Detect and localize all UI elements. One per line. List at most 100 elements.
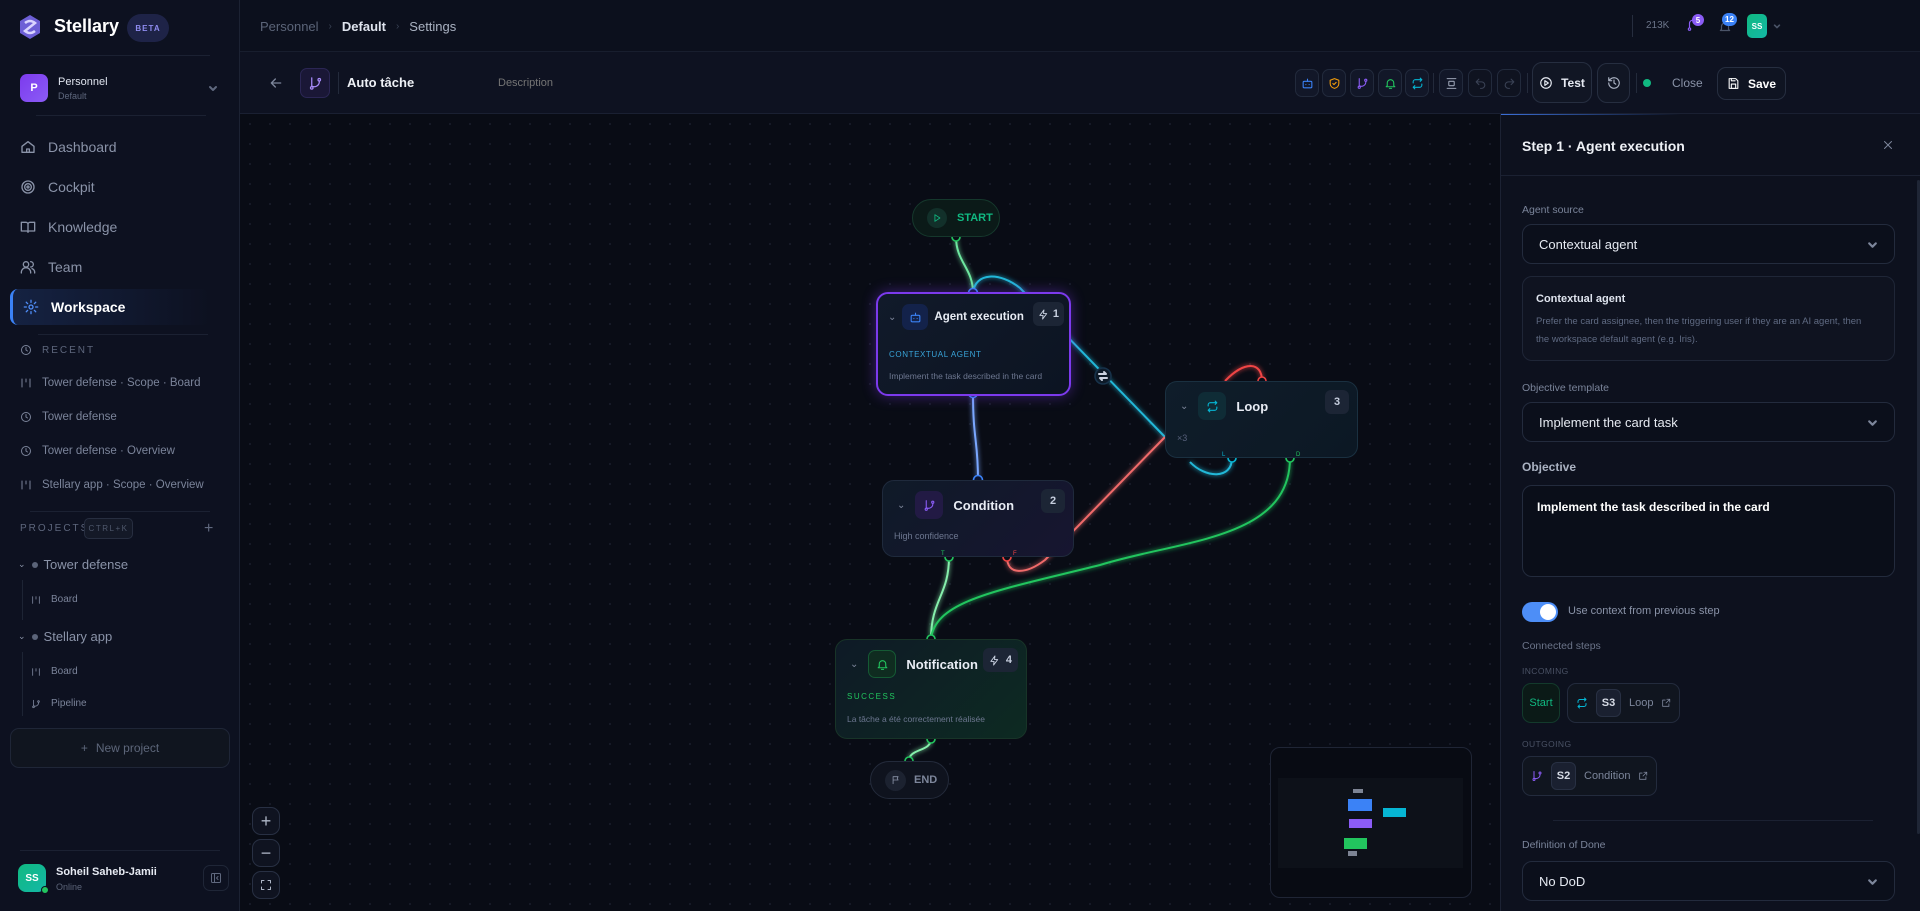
test-button[interactable]: Test: [1532, 62, 1592, 103]
add-check-step-button[interactable]: [1322, 69, 1346, 97]
dod-select[interactable]: No DoD: [1522, 861, 1895, 901]
auto-layout-button[interactable]: [1439, 69, 1463, 97]
sidebar-collapse-icon: [211, 873, 221, 883]
node-desc: La tâche a été correctement réalisée: [847, 714, 985, 724]
recent-item[interactable]: Tower defense: [20, 411, 117, 423]
step-number: 2: [1049, 495, 1057, 507]
breadcrumb-item[interactable]: Personnel: [260, 19, 319, 34]
objective-label: Objective: [1522, 460, 1577, 474]
project-name: Tower defense: [43, 557, 129, 572]
objective-textarea[interactable]: Implement the task described in the card: [1522, 485, 1895, 577]
scrollbar[interactable]: [1917, 180, 1920, 834]
add-project-icon[interactable]: +: [204, 520, 214, 537]
project-name: Stellary app: [43, 629, 113, 644]
breadcrumb-item[interactable]: Default: [341, 19, 386, 34]
minimap-agent: [1348, 799, 1372, 811]
node-notification[interactable]: ⌄Notification 4 SUCCESS La tâche a été c…: [835, 639, 1027, 739]
recent-item[interactable]: Tower defense · Scope · Board: [20, 377, 201, 389]
close-button[interactable]: Close: [1672, 76, 1703, 90]
history-icon: [1607, 77, 1620, 89]
node-agent-execution[interactable]: ⌄Agent execution 1 CONTEXTUAL AGENT Impl…: [876, 292, 1071, 396]
workspace-selector[interactable]: P Personnel Default: [14, 68, 224, 112]
undo-button[interactable]: [1468, 69, 1492, 97]
agent-source-select[interactable]: Contextual agent: [1522, 224, 1895, 264]
chevron-down-icon[interactable]: [1773, 22, 1781, 30]
fit-view-button[interactable]: [252, 871, 280, 899]
back-arrow-icon[interactable]: [268, 75, 284, 91]
undo-icon: [1475, 78, 1485, 89]
flag-icon: [892, 776, 898, 785]
board-icon: [32, 595, 40, 604]
node-condition[interactable]: ⌄Condition 2 High confidence T F: [882, 480, 1074, 557]
play-icon: [934, 214, 941, 222]
close-icon[interactable]: [1882, 139, 1894, 151]
users-icon: [20, 261, 36, 274]
fullscreen-icon: [261, 880, 271, 890]
minimap[interactable]: [1270, 747, 1472, 898]
add-notification-step-button[interactable]: [1378, 69, 1402, 97]
nav-team[interactable]: Team: [10, 249, 210, 285]
description-input[interactable]: [498, 72, 798, 94]
workflow-title[interactable]: Auto tâche: [347, 75, 415, 90]
minimap-start: [1353, 789, 1363, 793]
collapse-chevron-icon[interactable]: ⌄: [888, 311, 897, 323]
outgoing-condition-chip[interactable]: S2 Condition: [1522, 756, 1658, 796]
nav-label: Dashboard: [48, 139, 117, 155]
collapse-sidebar-button[interactable]: [203, 865, 229, 891]
project-child-label: Board: [51, 594, 78, 605]
plus-icon: +: [80, 741, 88, 755]
recent-label: Stellary app · Scope · Overview: [42, 479, 204, 491]
add-agent-step-button[interactable]: [1295, 69, 1319, 97]
project-board[interactable]: Board: [31, 666, 78, 677]
outgoing-label: OUTGOING: [1522, 739, 1572, 749]
node-loop[interactable]: ⌄Loop 3 ×3 L D: [1165, 381, 1358, 458]
port-label: T: [941, 551, 945, 557]
step-number: 4: [1005, 654, 1012, 666]
project-board[interactable]: Board: [31, 594, 78, 605]
project-stellary-app[interactable]: ⌄Stellary app: [18, 629, 113, 644]
nav-knowledge[interactable]: Knowledge: [10, 209, 210, 245]
workspace-name: Personnel: [58, 76, 108, 88]
incoming-start-chip[interactable]: Start: [1522, 683, 1560, 723]
history-button[interactable]: [1597, 63, 1630, 103]
port-label: F: [1013, 551, 1017, 557]
new-project-button[interactable]: +New project: [10, 728, 230, 768]
zoom-in-button[interactable]: +: [252, 807, 280, 835]
port-label: L: [1222, 452, 1226, 458]
shield-icon: [1329, 77, 1339, 89]
recent-item[interactable]: Tower defense · Overview: [20, 445, 175, 457]
minimap-condition: [1349, 819, 1372, 828]
chevron-down-icon: [1868, 241, 1877, 248]
collapse-chevron-icon[interactable]: ⌄: [897, 499, 906, 511]
zoom-out-button[interactable]: −: [252, 839, 280, 867]
project-pipeline[interactable]: Pipeline: [31, 698, 87, 709]
chevron-down-icon: [1868, 878, 1877, 885]
use-context-toggle[interactable]: [1522, 602, 1558, 622]
user-menu-avatar[interactable]: SS: [1747, 14, 1767, 38]
nav-cockpit[interactable]: Cockpit: [10, 169, 210, 205]
search-shortcut[interactable]: CTRL+K: [84, 518, 133, 539]
board-icon: [32, 667, 40, 676]
add-loop-step-button[interactable]: [1405, 69, 1429, 97]
add-condition-step-button[interactable]: [1350, 69, 1374, 97]
collapse-chevron-icon[interactable]: ⌄: [1180, 400, 1189, 412]
end-node[interactable]: END: [870, 761, 949, 799]
start-node[interactable]: START: [912, 199, 1000, 237]
recent-item[interactable]: Stellary app · Scope · Overview: [20, 479, 204, 491]
redo-button[interactable]: [1497, 69, 1521, 97]
nav-workspace[interactable]: Workspace: [10, 289, 210, 325]
recent-title: RECENT: [42, 344, 96, 356]
nav-dashboard[interactable]: Dashboard: [10, 129, 210, 165]
chip-label: Condition: [1584, 770, 1631, 782]
top-bar: Personnel› Default› Settings 213K 5 12 S…: [240, 0, 1920, 52]
project-tower-defense[interactable]: ⌄Tower defense: [18, 557, 129, 572]
recent-label: Tower defense · Overview: [42, 445, 175, 457]
test-label: Test: [1561, 75, 1585, 90]
objective-template-select[interactable]: Implement the card task: [1522, 402, 1895, 442]
chevron-down-icon: [209, 86, 217, 91]
notification-badge: 12: [1722, 13, 1737, 26]
agent-info-box: Contextual agent Prefer the card assigne…: [1522, 276, 1895, 361]
save-button[interactable]: Save: [1717, 67, 1786, 100]
collapse-chevron-icon[interactable]: ⌄: [850, 658, 859, 670]
incoming-loop-chip[interactable]: S3 Loop: [1567, 683, 1681, 723]
